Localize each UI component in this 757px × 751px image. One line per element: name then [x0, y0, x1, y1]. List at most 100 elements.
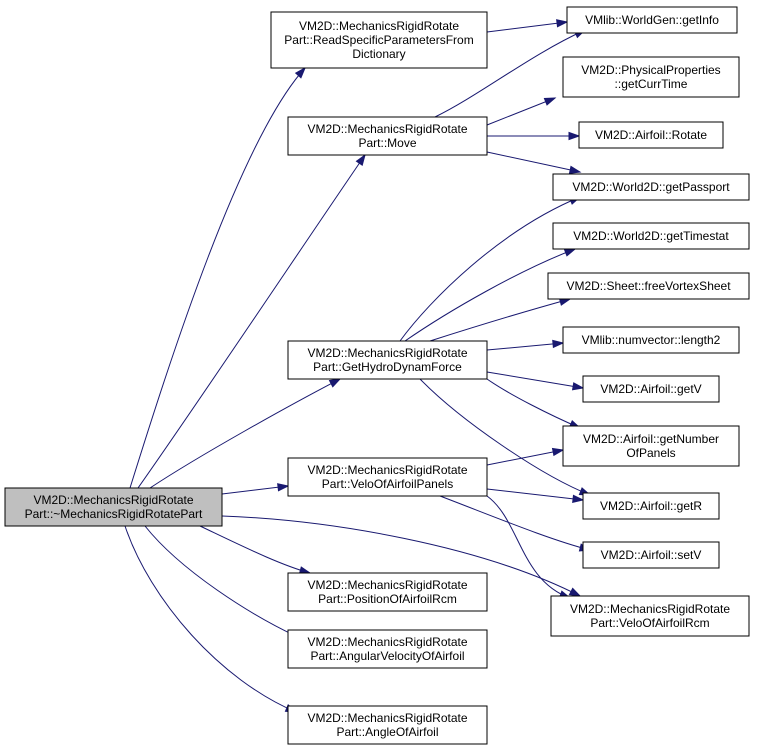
node-label-line: Part::AngularVelocityOfAirfoil [310, 649, 464, 663]
node-label-line: Part::ReadSpecificParametersFrom [284, 33, 473, 47]
node-label-line: VM2D::MechanicsRigidRotate [570, 602, 730, 616]
node-label-line: Part::~MechanicsRigidRotatePart [25, 507, 203, 521]
node-box [287, 116, 488, 156]
node-get-v[interactable]: VM2D::Airfoil::getV [582, 375, 720, 403]
node-label-line: Part::AngleOfAirfoil [336, 725, 438, 739]
edge-get_hydro-to-get_v [486, 371, 585, 391]
node-label-line: Part::PositionOfAirfoilRcm [318, 592, 457, 606]
node-curr-time[interactable]: VM2D::PhysicalProperties::getCurrTime [562, 56, 740, 98]
node-rotate[interactable]: VM2D::Airfoil::Rotate [578, 121, 724, 149]
node-box [552, 173, 750, 201]
node-box [287, 705, 488, 745]
edge-root-to-move [137, 153, 366, 489]
node-label-line: VM2D::MechanicsRigidRotate [299, 19, 459, 33]
arrowhead-icon [556, 19, 569, 28]
node-label-line: ::getCurrTime [615, 77, 688, 91]
edge-get_hydro-to-length2 [486, 339, 565, 351]
node-label-line: Part::VeloOfAirfoilRcm [590, 616, 709, 630]
node-read-params[interactable]: VM2D::MechanicsRigidRotatePart::ReadSpec… [270, 11, 488, 69]
node-box [287, 340, 488, 380]
node-box [562, 56, 740, 98]
node-move[interactable]: VM2D::MechanicsRigidRotatePart::Move [287, 116, 488, 156]
node-box [578, 121, 724, 149]
call-edges [124, 19, 592, 713]
edge-velo_panels-to-set_v [439, 495, 592, 552]
node-label-line: VM2D::Airfoil::getNumber [583, 432, 719, 446]
node-label-line: VM2D::World2D::getPassport [572, 180, 730, 194]
node-label-line: VM2D::PhysicalProperties [581, 63, 720, 77]
arrowhead-icon [543, 97, 557, 106]
node-label-line: VM2D::MechanicsRigidRotate [33, 493, 193, 507]
node-label-line: VM2D::MechanicsRigidRotate [307, 711, 467, 725]
edge-root-to-get_hydro [149, 378, 342, 489]
node-label-line: VM2D::MechanicsRigidRotate [307, 122, 467, 136]
arrowhead-icon [572, 494, 585, 503]
node-get-timestat[interactable]: VM2D::World2D::getTimestat [552, 222, 750, 250]
arrowhead-icon [277, 483, 290, 492]
arrowhead-icon [563, 248, 577, 257]
node-label-line: VM2D::MechanicsRigidRotate [307, 463, 467, 477]
node-box [547, 272, 750, 300]
edge-root-to-velo_rcm [221, 515, 582, 597]
node-length2[interactable]: VMlib::numvector::length2 [562, 326, 740, 354]
node-label-line: Part::Move [358, 136, 416, 150]
edge-get_hydro-to-get_number_panels [486, 378, 582, 429]
edge-root-to-angle [124, 525, 298, 713]
edge-root-to-velo_panels [221, 483, 290, 495]
node-box [287, 457, 488, 497]
node-label-line: Part::VeloOfAirfoilPanels [322, 477, 453, 491]
edge-move-to-rotate [487, 131, 581, 141]
node-box [562, 326, 740, 354]
node-box [582, 375, 720, 403]
node-label-line: VM2D::Sheet::freeVortexSheet [566, 279, 731, 293]
node-label-line: VM2D::MechanicsRigidRotate [307, 346, 467, 360]
node-position-rcm[interactable]: VM2D::MechanicsRigidRotatePart::Position… [287, 572, 488, 612]
node-angular-velocity[interactable]: VM2D::MechanicsRigidRotatePart::AngularV… [287, 629, 488, 669]
arrowhead-icon [294, 66, 307, 79]
node-label-line: VM2D::MechanicsRigidRotate [307, 635, 467, 649]
node-get-r[interactable]: VM2D::Airfoil::getR [582, 492, 720, 520]
node-velo-panels[interactable]: VM2D::MechanicsRigidRotatePart::VeloOfAi… [287, 457, 488, 497]
arrowhead-icon [552, 339, 565, 349]
node-label-line: VM2D::Airfoil::getR [600, 499, 702, 513]
edge-read_params-to-get_info [486, 19, 569, 33]
edge-move-to-get_passport [486, 151, 582, 174]
node-label-line: Part::GetHydroDynamForce [313, 360, 462, 374]
edge-velo_panels-to-velo_rcm [486, 495, 572, 599]
node-root[interactable]: VM2D::MechanicsRigidRotatePart::~Mechani… [4, 487, 223, 527]
node-get-hydro[interactable]: VM2D::MechanicsRigidRotatePart::GetHydro… [287, 340, 488, 380]
node-label-line: VM2D::MechanicsRigidRotate [307, 578, 467, 592]
edge-get_hydro-to-get_passport [399, 196, 582, 342]
node-set-v[interactable]: VM2D::Airfoil::setV [582, 541, 720, 569]
node-box [287, 629, 488, 669]
node-get-passport[interactable]: VM2D::World2D::getPassport [552, 173, 750, 201]
node-box [582, 492, 720, 520]
node-label-line: VM2D::Airfoil::setV [601, 548, 702, 562]
node-get-info[interactable]: VMlib::WorldGen::getInfo [566, 6, 738, 34]
edge-root-to-angular_velocity [144, 525, 302, 639]
node-angle[interactable]: VM2D::MechanicsRigidRotatePart::AngleOfA… [287, 705, 488, 745]
node-box [562, 425, 740, 467]
node-box [566, 6, 738, 34]
edge-root-to-position_rcm [199, 525, 312, 575]
node-label-line: VMlib::numvector::length2 [582, 333, 721, 347]
node-label-line: OfPanels [626, 446, 675, 460]
node-label-line: Dictionary [352, 47, 405, 61]
arrowhead-icon [328, 378, 342, 388]
arrowhead-icon [568, 587, 582, 597]
node-box [550, 595, 750, 637]
node-box [4, 487, 223, 527]
arrowhead-icon [568, 131, 581, 141]
node-box [287, 572, 488, 612]
edge-move-to-curr_time [486, 97, 557, 126]
edge-get_hydro-to-free_vortex [429, 297, 572, 342]
node-label-line: VMlib::WorldGen::getInfo [585, 13, 719, 27]
node-velo-rcm[interactable]: VM2D::MechanicsRigidRotatePart::VeloOfAi… [550, 595, 750, 637]
node-label-line: VM2D::Airfoil::Rotate [595, 128, 707, 142]
edge-root-to-read_params [129, 66, 307, 489]
node-box [552, 222, 750, 250]
node-free-vortex[interactable]: VM2D::Sheet::freeVortexSheet [547, 272, 750, 300]
node-label-line: VM2D::World2D::getTimestat [573, 229, 729, 243]
